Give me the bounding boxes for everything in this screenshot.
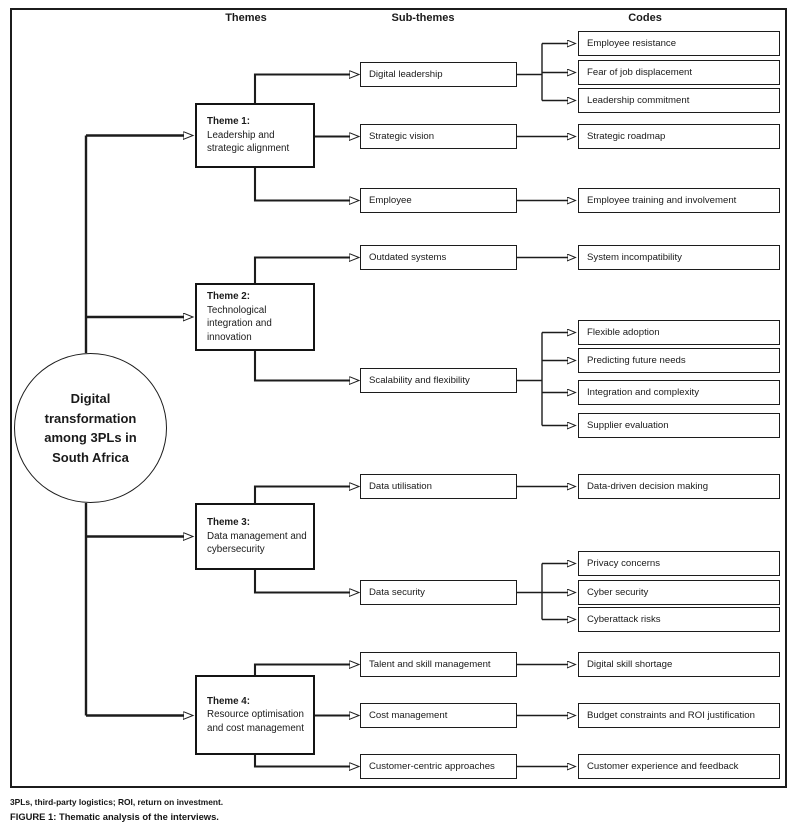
theme-2-label: Technological integration and innovation — [207, 304, 272, 343]
code-predicting-future-needs: Predicting future needs — [578, 348, 780, 373]
theme-1-label: Leadership and strategic alignment — [207, 129, 290, 155]
code-privacy-concerns: Privacy concerns — [578, 551, 780, 576]
code-fear-job-displacement: Fear of job displacement — [578, 60, 780, 85]
code-flexible-adoption: Flexible adoption — [578, 320, 780, 345]
subtheme-outdated-systems: Outdated systems — [360, 245, 517, 270]
column-header-themes: Themes — [225, 12, 267, 24]
theme-4-title: Theme 4: — [207, 695, 251, 707]
subtheme-cost-management: Cost management — [360, 703, 517, 728]
code-leadership-commitment: Leadership commitment — [578, 88, 780, 113]
central-node: Digital transformation among 3PLs in Sou… — [14, 353, 167, 503]
code-data-driven-decisions: Data-driven decision making — [578, 474, 780, 499]
theme-2-title: Theme 2: — [207, 291, 251, 302]
subtheme-to-code-lines — [517, 44, 568, 767]
code-digital-skill-shortage: Digital skill shortage — [578, 652, 780, 677]
code-strategic-roadmap: Strategic roadmap — [578, 124, 780, 149]
code-supplier-evaluation: Supplier evaluation — [578, 413, 780, 438]
subtheme-strategic-vision: Strategic vision — [360, 124, 517, 149]
theme-1-title: Theme 1: — [207, 116, 251, 128]
subtheme-employee: Employee — [360, 188, 517, 213]
subtheme-data-utilisation: Data utilisation — [360, 474, 517, 499]
figure-footnote: 3PLs, third-party logistics; ROI, return… — [10, 797, 224, 807]
code-cyberattack-risks: Cyberattack risks — [578, 607, 780, 632]
theme-box-1: Theme 1: Leadership and strategic alignm… — [195, 103, 315, 168]
code-integration-complexity: Integration and complexity — [578, 380, 780, 405]
subtheme-data-security: Data security — [360, 580, 517, 605]
column-header-codes: Codes — [628, 12, 662, 24]
column-header-subthemes: Sub-themes — [391, 12, 455, 24]
subtheme-customer-centric: Customer-centric approaches — [360, 754, 517, 779]
theme-3-title: Theme 3: — [207, 517, 251, 529]
figure-border — [10, 8, 787, 788]
theme-box-3: Theme 3: Data management and cybersecuri… — [195, 503, 315, 570]
code-budget-constraints: Budget constraints and ROI justification — [578, 703, 780, 728]
code-system-incompatibility: System incompatibility — [578, 245, 780, 270]
subtheme-scalability-flexibility: Scalability and flexibility — [360, 368, 517, 393]
central-node-label: Digital transformation among 3PLs in Sou… — [44, 391, 137, 465]
code-cyber-security: Cyber security — [578, 580, 780, 605]
subtheme-digital-leadership: Digital leadership — [360, 62, 517, 87]
trunk-lines — [84, 136, 184, 716]
code-employee-training: Employee training and involvement — [578, 188, 780, 213]
subtheme-talent-skill-management: Talent and skill management — [360, 652, 517, 677]
theme-3-label: Data management and cybersecurity — [207, 530, 307, 556]
theme-4-label: Resource optimisation and cost managemen… — [207, 709, 304, 734]
theme-box-4: Theme 4: Resource optimisation and cost … — [195, 675, 315, 755]
code-employee-resistance: Employee resistance — [578, 31, 780, 56]
theme-to-subtheme-lines — [253, 75, 350, 767]
code-customer-experience: Customer experience and feedback — [578, 754, 780, 779]
figure-caption: FIGURE 1: Thematic analysis of the inter… — [10, 811, 219, 822]
theme-box-2: Theme 2: Technological integration and i… — [195, 283, 315, 351]
